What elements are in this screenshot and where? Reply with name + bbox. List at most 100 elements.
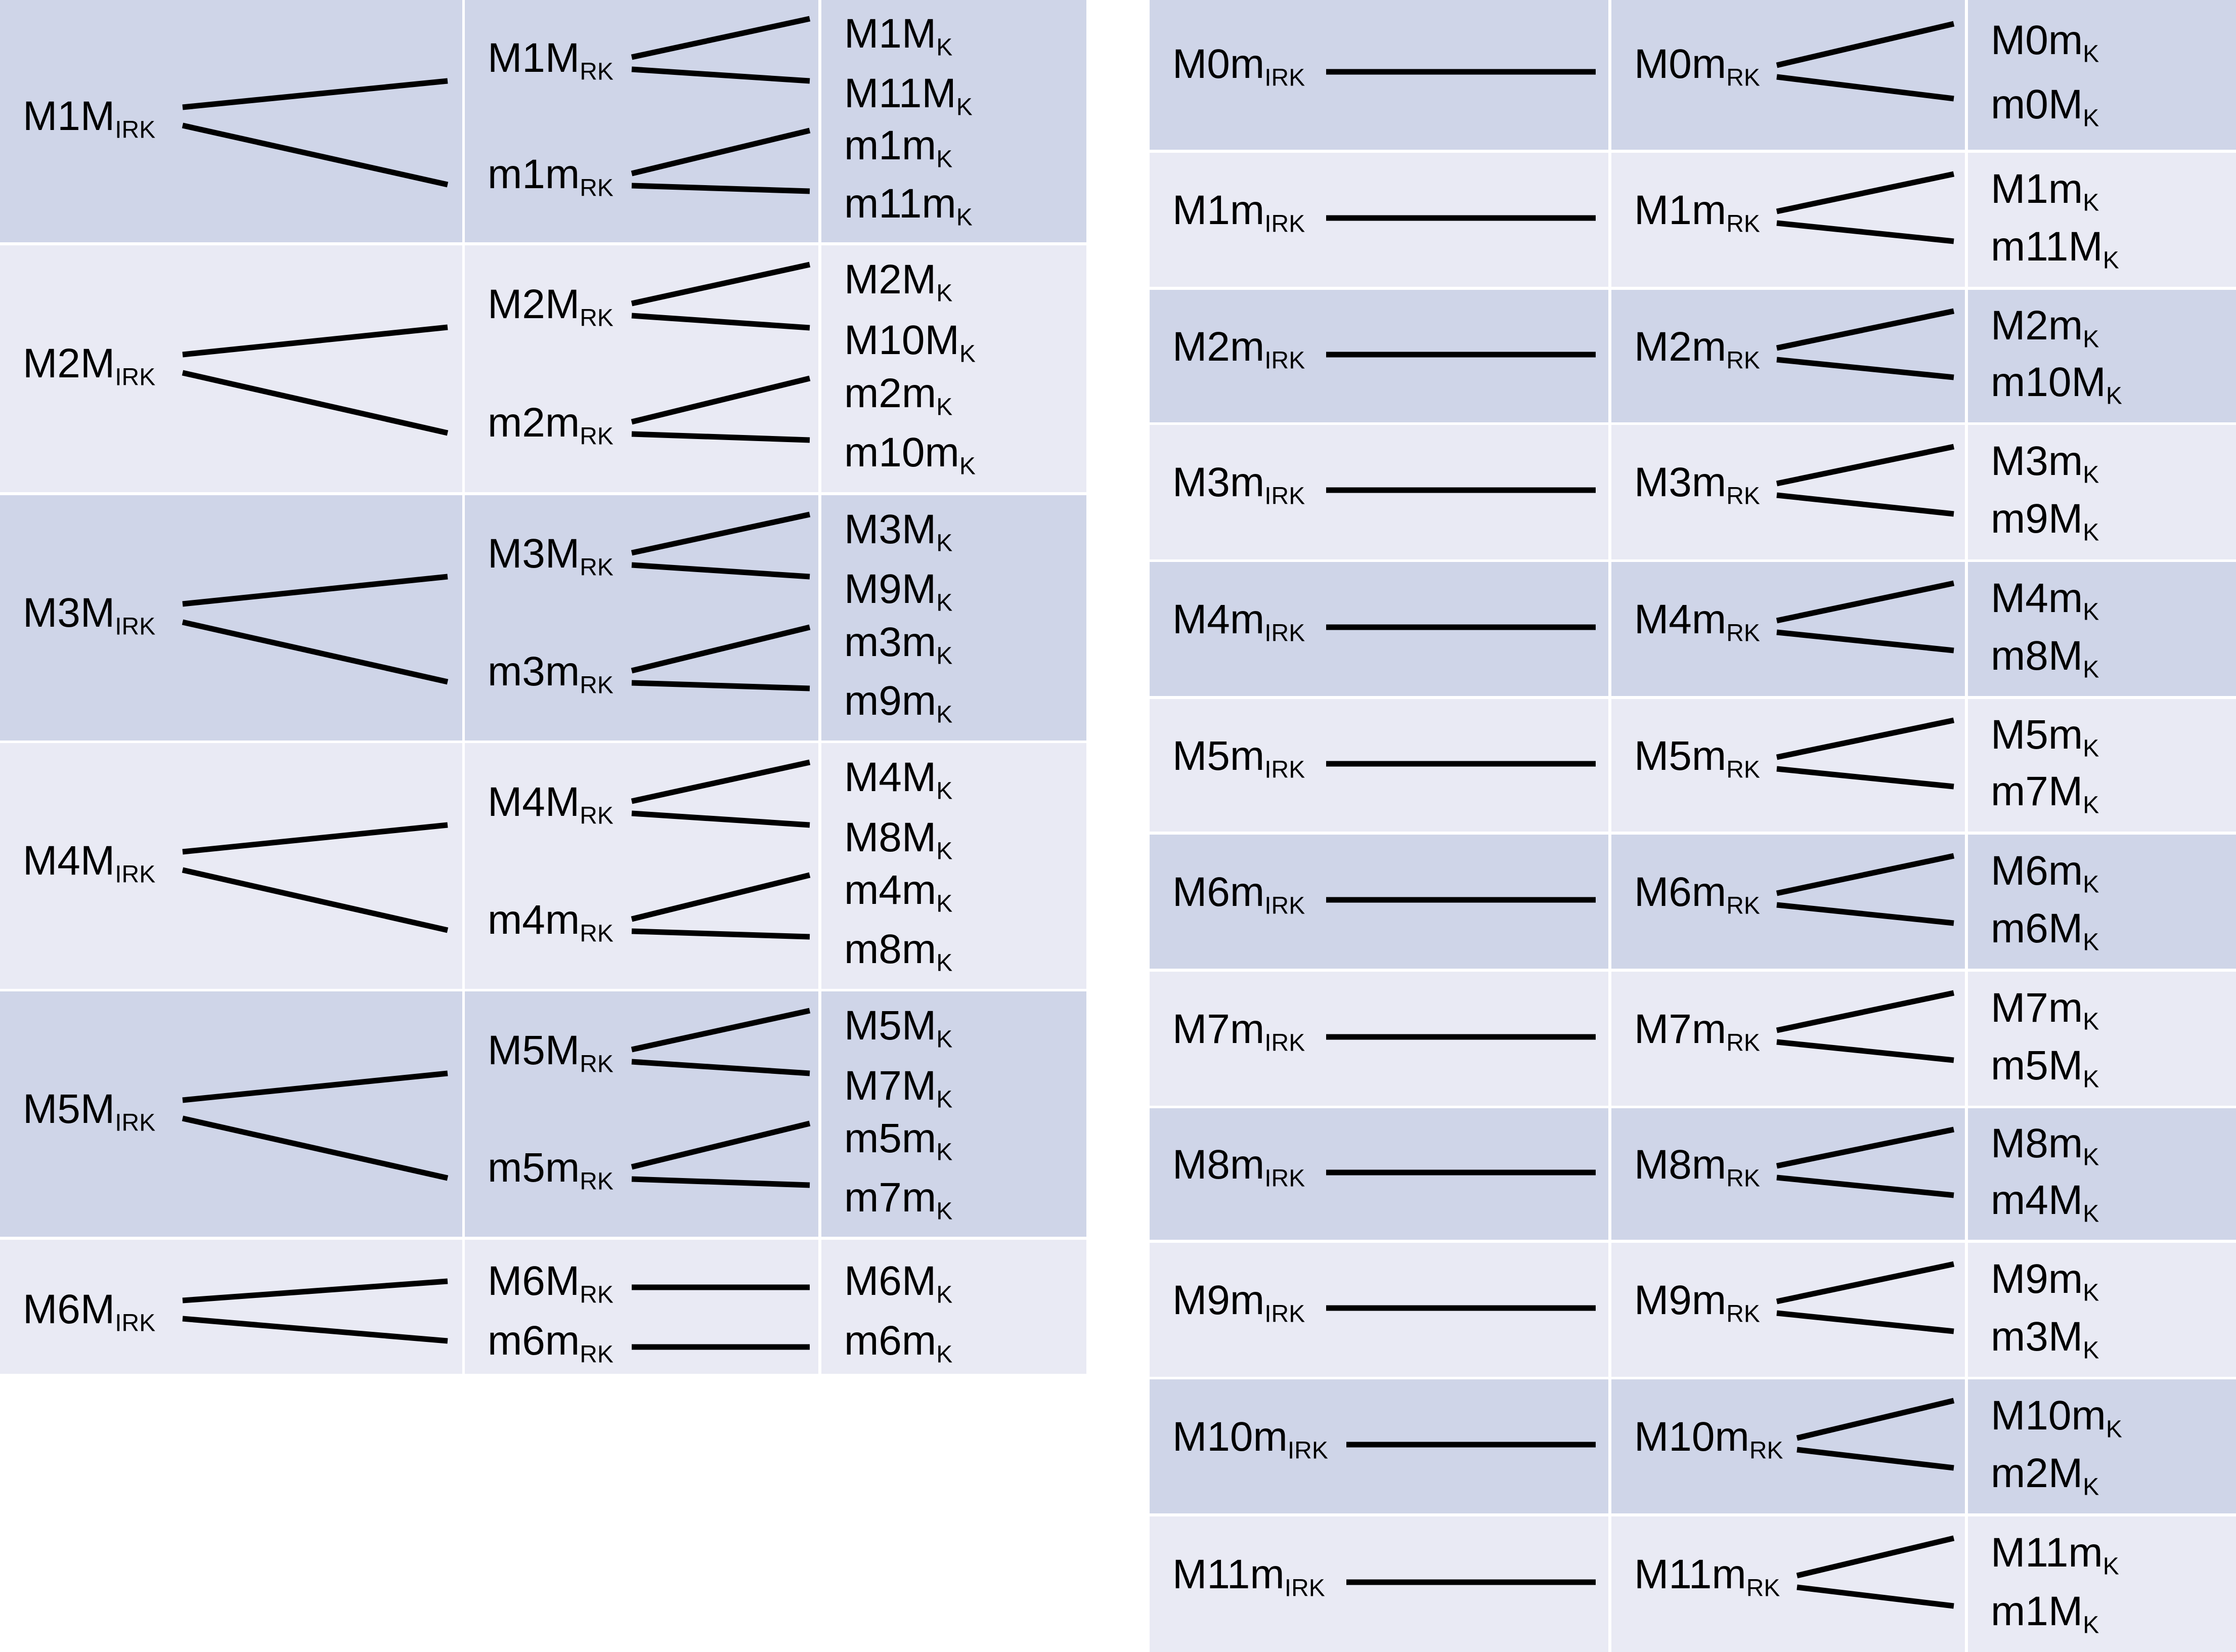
k-label: M0mK xyxy=(1991,20,2099,66)
irk-label-base: M5M xyxy=(23,1086,115,1132)
k-label-subscript: K xyxy=(2083,105,2099,132)
rk-cell: M0mRK xyxy=(1611,0,1965,150)
rk-label-base: M7m xyxy=(1634,1006,1727,1052)
rk-cell: M7mRK xyxy=(1611,972,1965,1106)
irk-cell: M6mIRK xyxy=(1150,835,1608,969)
k-label-base: M10M xyxy=(844,317,959,363)
k-label-base: m8m xyxy=(844,926,937,972)
k-label-subscript: K xyxy=(936,1341,953,1368)
k-label-base: M8m xyxy=(1991,1120,2083,1166)
k-label-base: M6M xyxy=(844,1258,937,1304)
rk-label-base: m2m xyxy=(488,400,580,446)
k-label-subscript: K xyxy=(936,1026,953,1053)
k-label-subscript: K xyxy=(936,280,953,307)
k-label-subscript: K xyxy=(2083,1612,2099,1639)
k-label-subscript: K xyxy=(936,394,953,421)
k-label-base: M7m xyxy=(1991,985,2083,1031)
k-label-subscript: K xyxy=(936,1198,953,1225)
irk-cell: M7mIRK xyxy=(1150,972,1608,1106)
rk-label-base: M10m xyxy=(1634,1414,1749,1460)
irk-label-subscript: IRK xyxy=(115,613,156,640)
k-label-base: m0M xyxy=(1991,81,2083,127)
k-label-subscript: K xyxy=(2083,1473,2099,1501)
rk-label: M10mRK xyxy=(1634,1414,1783,1463)
rk-label: M2mRK xyxy=(1634,326,1760,373)
k-label-subscript: K xyxy=(936,701,953,728)
rk-label: M11mRK xyxy=(1634,1554,1780,1600)
k-label-base: m5M xyxy=(1991,1042,2083,1089)
k-label-subscript: K xyxy=(936,530,953,557)
k-label-base: M3m xyxy=(1991,438,2083,484)
irk-cell: M5MIRK xyxy=(0,991,462,1237)
rk-label-base: m5m xyxy=(488,1145,580,1191)
irk-label-subscript: IRK xyxy=(1264,347,1305,374)
rk-label: M1mRK xyxy=(1634,187,1760,236)
k-label: m10mK xyxy=(844,432,976,479)
k-label: m10MK xyxy=(1991,359,2122,408)
k-label: M9MK xyxy=(844,569,952,615)
irk-cell: M1mIRK xyxy=(1150,153,1608,287)
irk-label: M0mIRK xyxy=(1172,44,1305,90)
rk-label-subscript: RK xyxy=(1726,892,1760,920)
rk-label-subscript: RK xyxy=(1726,756,1760,784)
k-label: M5MK xyxy=(844,1005,952,1052)
rk-label: M3mRK xyxy=(1634,462,1760,508)
irk-label-subscript: IRK xyxy=(1264,1029,1305,1057)
k-label-base: m10M xyxy=(1991,359,2106,405)
k-label-base: M2M xyxy=(844,256,937,302)
k-label-subscript: K xyxy=(936,1139,953,1166)
irk-label-subscript: IRK xyxy=(1264,1165,1305,1192)
rk-label-base: m6m xyxy=(488,1318,580,1364)
rk-label-subscript: RK xyxy=(580,58,613,85)
rk-label-base: M4m xyxy=(1634,596,1727,642)
rk-label-base: M4M xyxy=(488,779,580,825)
k-label-base: m4M xyxy=(1991,1177,2083,1223)
k-label: m5MK xyxy=(1991,1042,2099,1092)
k-label: m0MK xyxy=(1991,81,2099,131)
irk-label-subscript: IRK xyxy=(115,861,156,888)
k-label-base: m4m xyxy=(844,867,937,913)
k-label-base: m1m xyxy=(844,122,937,168)
k-label: m8mK xyxy=(844,926,952,975)
irk-label-base: M11m xyxy=(1172,1551,1285,1597)
k-label-subscript: K xyxy=(936,589,953,617)
k-label-subscript: K xyxy=(2083,656,2099,683)
k-label-subscript: K xyxy=(2083,1144,2099,1171)
k-label: M2mK xyxy=(1991,305,2099,352)
rk-label-subscript: RK xyxy=(580,423,613,450)
rk-label-subscript: RK xyxy=(580,1051,613,1078)
irk-label: M2mIRK xyxy=(1172,326,1305,373)
rk-label-subscript: RK xyxy=(1726,347,1760,374)
k-label-subscript: K xyxy=(936,777,953,805)
rk-label-subscript: RK xyxy=(1726,483,1760,510)
rk-label-subscript: RK xyxy=(1749,1437,1783,1464)
irk-label-base: M6m xyxy=(1172,869,1265,915)
k-label: m2MK xyxy=(1991,1453,2099,1499)
k-label-base: M10m xyxy=(1991,1393,2106,1439)
irk-cell: M2mIRK xyxy=(1150,290,1608,422)
irk-label: M2MIRK xyxy=(23,343,155,389)
k-label-subscript: K xyxy=(2083,189,2099,216)
irk-label-base: M10m xyxy=(1172,1414,1288,1460)
rk-label-subscript: RK xyxy=(1726,210,1760,238)
k-label-base: m9M xyxy=(1991,496,2083,542)
rk-label-base: M3M xyxy=(488,531,580,577)
k-label: m9MK xyxy=(1991,496,2099,545)
rk-label-base: M1m xyxy=(1634,187,1727,233)
k-label-subscript: K xyxy=(936,34,953,61)
irk-label-subscript: IRK xyxy=(1264,756,1305,784)
rk-label-base: M0m xyxy=(1634,41,1727,87)
k-label-subscript: K xyxy=(936,838,953,865)
k-label-subscript: K xyxy=(936,1281,953,1309)
irk-cell: M10mIRK xyxy=(1150,1379,1608,1513)
